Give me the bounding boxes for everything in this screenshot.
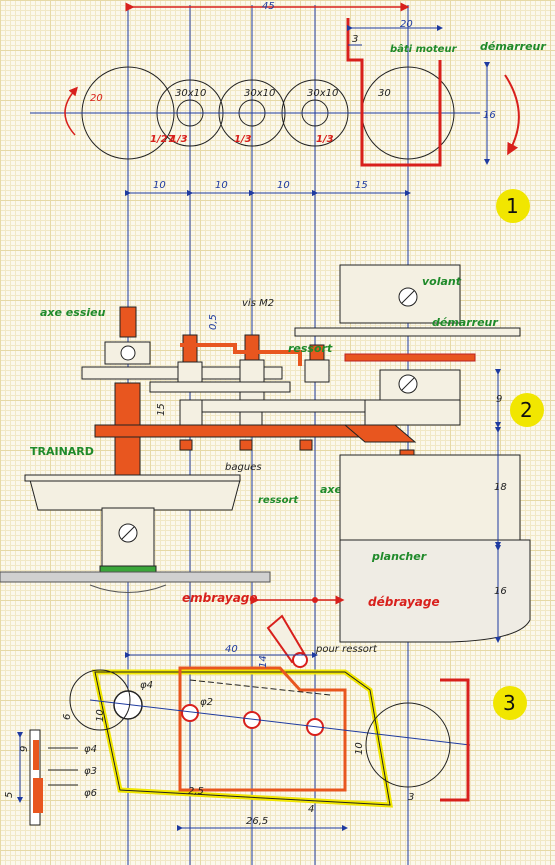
top-dim-label: 45 — [262, 1, 275, 12]
trainard-label: TRAINARD — [30, 445, 94, 458]
embrayage-label: embrayage — [182, 591, 258, 605]
section-1-tag — [496, 189, 530, 223]
plancher-label: plancher — [371, 550, 427, 563]
gear-30x10-b-label: 30x10 — [244, 88, 275, 99]
volant-label: volant — [422, 275, 462, 288]
gear-30x10-a-label: 30x10 — [175, 88, 206, 99]
section-2-number: 2 — [520, 398, 533, 422]
dim-3-r-label: 3 — [408, 792, 414, 803]
dim-15-label: 15 — [355, 180, 368, 191]
gear-30x10-c-label: 30x10 — [307, 88, 338, 99]
section-2-assembly: volant démarreur axe essieu — [0, 264, 544, 643]
phi6-s-label: φ6 — [84, 788, 97, 799]
dim-05-label: 0,5 — [208, 314, 219, 330]
ratio-c-label: 1/3 — [234, 134, 252, 145]
dim-2-5-label: 2,5 — [188, 786, 204, 797]
gear-30-label: 30 — [378, 88, 391, 99]
phi2-label: φ2 — [200, 697, 213, 708]
dim-20-label: 20 — [400, 19, 413, 30]
section-3-tag — [493, 686, 527, 720]
section-3-number: 3 — [503, 691, 516, 715]
phi3-s-label: φ3 — [84, 766, 97, 777]
gear-20-label: 20 — [90, 93, 103, 104]
ratio-b-label: 1/3 — [170, 134, 188, 145]
dim-14-label: 14 — [258, 655, 269, 668]
dim-10-b-label: 10 — [215, 180, 228, 191]
debrayage-label: débrayage — [368, 595, 440, 609]
dim-15-mid-label: 15 — [156, 403, 167, 416]
dim-16-mid-label: 16 — [494, 586, 507, 597]
dim-10-r-label: 10 — [354, 742, 365, 755]
section-1-gear-train: 45 20 3 bâti moteur démarreur 20 30x10 3… — [30, 1, 546, 223]
dim-9-s-label: 9 — [19, 746, 30, 752]
vis-label: vis M2 — [242, 298, 274, 309]
red-axle-bar — [94, 424, 391, 438]
ressort-b-label: ressort — [258, 495, 299, 506]
dim-9-label: 9 — [496, 394, 502, 405]
section-3-lever: pour ressort 40 14 φ4 φ2 10 6 10 3 2,5 4… — [4, 614, 527, 831]
bati-moteur-label: bâti moteur — [390, 43, 458, 55]
pour-ressort-label: pour ressort — [315, 644, 378, 655]
demarreur-mid-label: démarreur — [432, 316, 498, 329]
demarreur-top-label: démarreur — [480, 40, 546, 53]
dim-10-a-label: 10 — [153, 180, 166, 191]
bagues-label: bagues — [225, 462, 262, 473]
section-1-number: 1 — [506, 194, 519, 218]
dim-16-top-label: 16 — [483, 110, 496, 121]
dim-10-b3-label: 10 — [95, 709, 106, 722]
dim-26-5-label: 26,5 — [246, 816, 268, 827]
dim-18-label: 18 — [494, 482, 507, 493]
phi4-s-label: φ4 — [84, 744, 97, 755]
ratio-a-label: 1/27 — [150, 134, 175, 145]
dim-5-s-label: 5 — [4, 792, 15, 798]
ressort-a-label: ressort — [288, 342, 333, 355]
dim-3-label: 3 — [352, 34, 358, 45]
axle-detail: 9 5 φ4 φ3 φ6 — [4, 729, 97, 826]
ratio-d-label: 1/3 — [316, 134, 334, 145]
section-2-tag — [510, 393, 544, 427]
dim-4-label: 4 — [308, 804, 314, 815]
dim-10-c-label: 10 — [277, 180, 290, 191]
phi4-label: φ4 — [140, 680, 153, 691]
dim-6-label: 6 — [62, 714, 73, 720]
axe-essieu-label: axe essieu — [40, 306, 106, 319]
dim-40-label: 40 — [225, 644, 238, 655]
